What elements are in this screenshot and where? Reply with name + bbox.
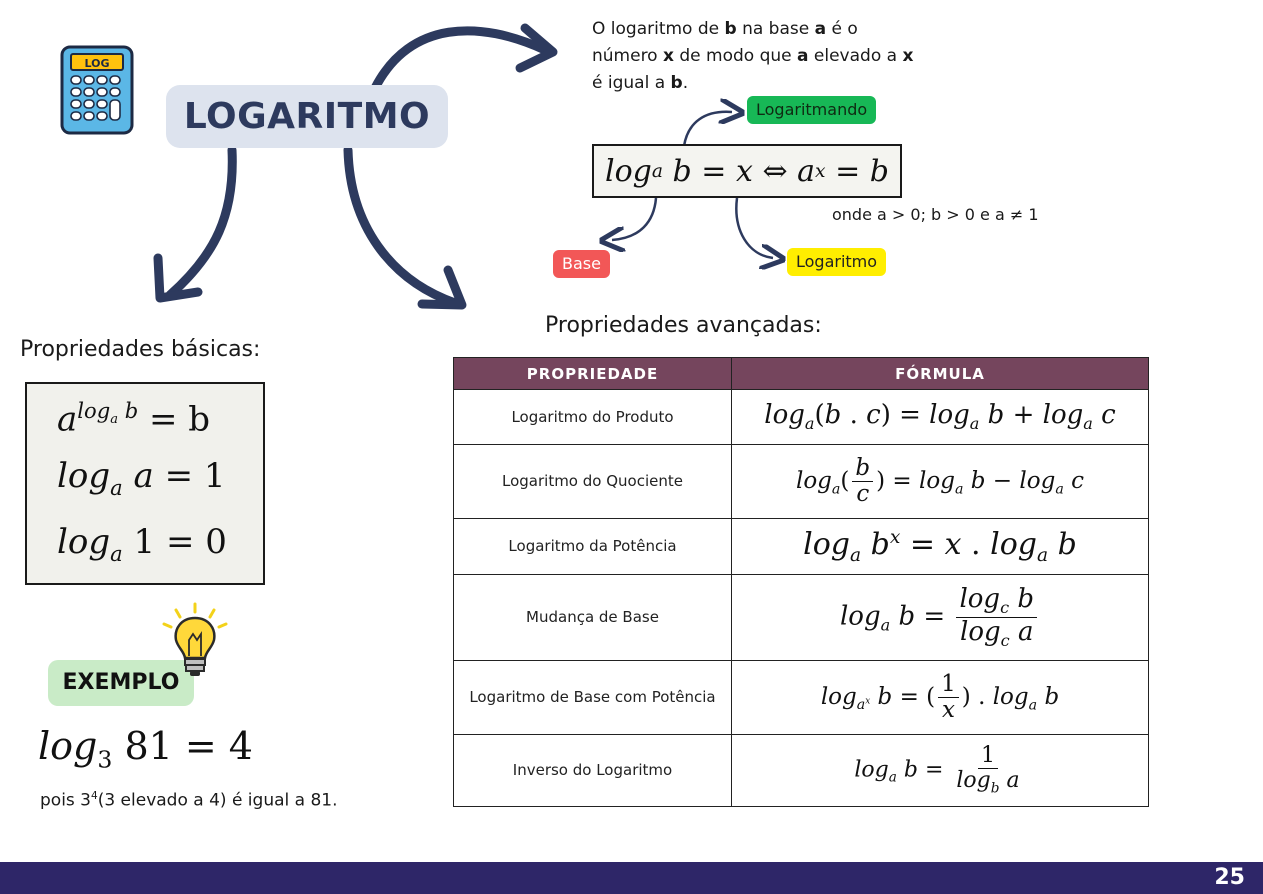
definition-bold: b — [670, 73, 683, 93]
math-token: = — [835, 153, 861, 189]
arrow-to-advanced-head — [417, 265, 467, 310]
page-number: 25 — [1214, 865, 1245, 890]
math-token: b — [869, 153, 889, 189]
definition-bold: x — [663, 46, 674, 66]
table-header-row: PROPRIEDADE FÓRMULA — [453, 357, 1149, 390]
definition-text: O logaritmo de b na base a é o número x … — [592, 16, 922, 97]
definition-part: . — [682, 73, 689, 93]
definition-bold: b — [724, 19, 737, 39]
math-token: x — [735, 153, 753, 189]
basic-heading: Propriedades básicas: — [20, 337, 261, 362]
table-row: Logaritmo de Base com Potência logax b =… — [453, 660, 1149, 735]
arrow-to-definition-head — [515, 23, 558, 73]
basic-formula-2: loga a = 1 — [57, 456, 226, 500]
math-token: b — [672, 153, 692, 189]
math-token: x — [815, 160, 826, 182]
property-formula: loga bx = x . loga b — [731, 518, 1149, 575]
basic-formula-1: aloga b = b — [57, 398, 210, 439]
math-token: log — [57, 456, 111, 496]
definition-bold: x — [902, 46, 914, 66]
math-token: a — [651, 160, 663, 182]
arrow-to-definition — [370, 26, 550, 93]
math-token: = 1 — [164, 456, 226, 496]
math-token: b — [124, 398, 139, 423]
table-row: Logaritmo do Produto loga(b . c) = loga … — [453, 389, 1149, 445]
math-token: = b — [149, 399, 211, 440]
math-token: a — [133, 456, 154, 496]
definition-part: é o número — [592, 19, 858, 66]
math-token: log — [38, 724, 98, 768]
svg-text:LOG: LOG — [85, 57, 110, 70]
math-token: 1 — [133, 522, 156, 562]
math-token: = 4 — [184, 724, 253, 768]
math-token: a — [110, 474, 123, 500]
basic-formula-3: loga 1 = 0 — [57, 522, 227, 566]
math-token: log — [57, 522, 111, 562]
math-token: a — [57, 399, 78, 440]
definition-part: elevado a — [808, 46, 903, 66]
page-title: LOGARITMO — [183, 96, 431, 137]
example-note: pois 34(3 elevado a 4) é igual a 81. — [40, 790, 338, 811]
property-formula: loga(b . c) = loga b + loga c — [731, 389, 1149, 445]
property-name: Inverso do Logaritmo — [453, 734, 732, 807]
definition-bold: a — [797, 46, 809, 66]
math-token: = 0 — [165, 522, 227, 562]
arrow-to-logaritmando — [682, 112, 732, 147]
property-name: Logaritmo do Quociente — [453, 444, 732, 519]
tag-logaritmando: Logaritmando — [747, 96, 877, 124]
table-row: Logaritmo da Potência loga bx = x . loga… — [453, 518, 1149, 575]
math-token: log — [605, 153, 652, 189]
note-part: pois 3 — [40, 790, 91, 811]
tag-base: Base — [553, 250, 610, 278]
title-pill — [166, 85, 448, 148]
property-name: Logaritmo do Produto — [453, 389, 732, 445]
math-token: ⇔ — [762, 153, 788, 189]
conditions-text: onde a > 0; b > 0 e a ≠ 1 — [832, 205, 1039, 224]
definition-part: de modo que — [673, 46, 798, 66]
property-name: Mudança de Base — [453, 574, 732, 661]
math-token: a — [110, 412, 118, 428]
note-part: (3 elevado a 4) é igual a 81. — [97, 790, 338, 811]
light-bulb-icon — [162, 602, 228, 676]
column-header-formula: FÓRMULA — [731, 357, 1149, 390]
calculator-icon: LOG — [60, 45, 134, 135]
arrow-to-basic-head — [153, 253, 203, 303]
tag-logaritmo: Logaritmo — [787, 248, 887, 276]
note-exponent: 4 — [91, 790, 98, 802]
properties-table: PROPRIEDADE FÓRMULA Logaritmo do Produto… — [453, 357, 1149, 807]
definition-part: O logaritmo de — [592, 19, 725, 39]
math-token: 3 — [97, 745, 113, 774]
definition-part: é igual a — [592, 73, 671, 93]
example-formula: log3 81 = 4 — [38, 724, 253, 774]
basic-properties-box: aloga b = b loga a = 1 loga 1 = 0 — [25, 382, 265, 585]
advanced-heading: Propriedades avançadas: — [545, 313, 822, 338]
arrow-to-logaritmo — [735, 197, 773, 258]
definition-part: na base — [736, 19, 815, 39]
math-token: a — [797, 153, 816, 189]
math-token: 81 — [124, 724, 173, 768]
arrow-to-advanced — [343, 145, 460, 308]
column-header-propriedade: PROPRIEDADE — [453, 357, 732, 390]
footer-bar — [0, 862, 1263, 894]
property-name: Logaritmo de Base com Potência — [453, 660, 732, 735]
example-label: EXEMPLO — [62, 670, 180, 695]
arrow-to-base — [612, 197, 658, 240]
math-token: a — [110, 540, 123, 566]
property-name: Logaritmo da Potência — [453, 518, 732, 575]
math-token: log — [77, 398, 111, 423]
example-pill — [48, 660, 194, 706]
arrow-to-basic — [165, 145, 237, 300]
math-token: = — [701, 153, 727, 189]
definition-bold: a — [814, 19, 827, 39]
